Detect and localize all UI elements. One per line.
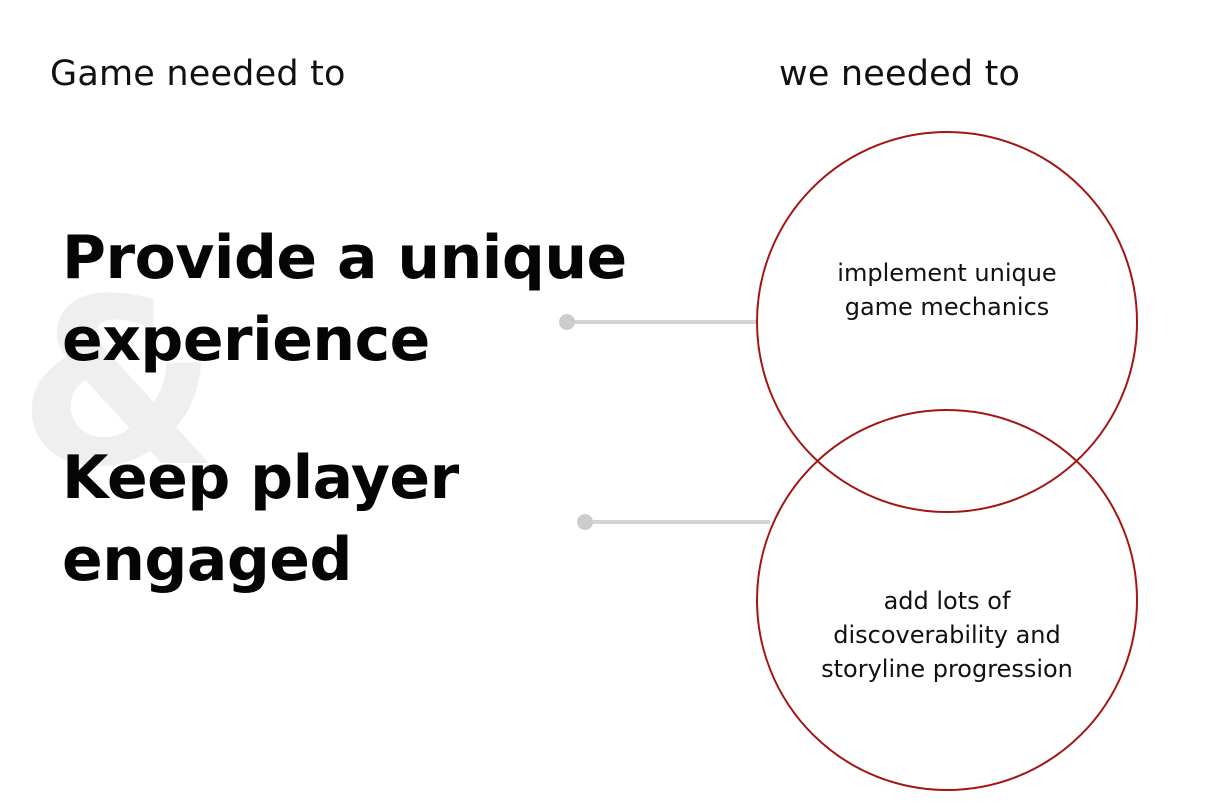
goal-1-line-2: experience [62,305,430,375]
goal-2-line-1: Keep player [62,443,459,513]
solution-2-line-2: discoverability and [833,621,1061,649]
right-column-heading: we needed to [779,54,1021,94]
solution-2-line-1: add lots of [883,587,1011,615]
goal-keep-engaged: Keep player engaged [62,437,459,601]
solution-1-line-1: implement unique [837,259,1057,287]
solution-2-line-3: storyline progression [821,655,1073,683]
ampersand-watermark: & [18,251,219,518]
solution-1-line-2: game mechanics [844,293,1050,321]
goal-2-line-2: engaged [62,525,352,595]
goal-unique-experience: Provide a unique experience [62,217,627,381]
goal-1-line-1: Provide a unique [62,223,627,293]
solution-discoverability: add lots of discoverability and storylin… [782,584,1112,686]
solution-unique-mechanics: implement unique game mechanics [792,256,1102,324]
connector-dot-2 [577,514,593,530]
left-column-heading: Game needed to [50,54,346,94]
